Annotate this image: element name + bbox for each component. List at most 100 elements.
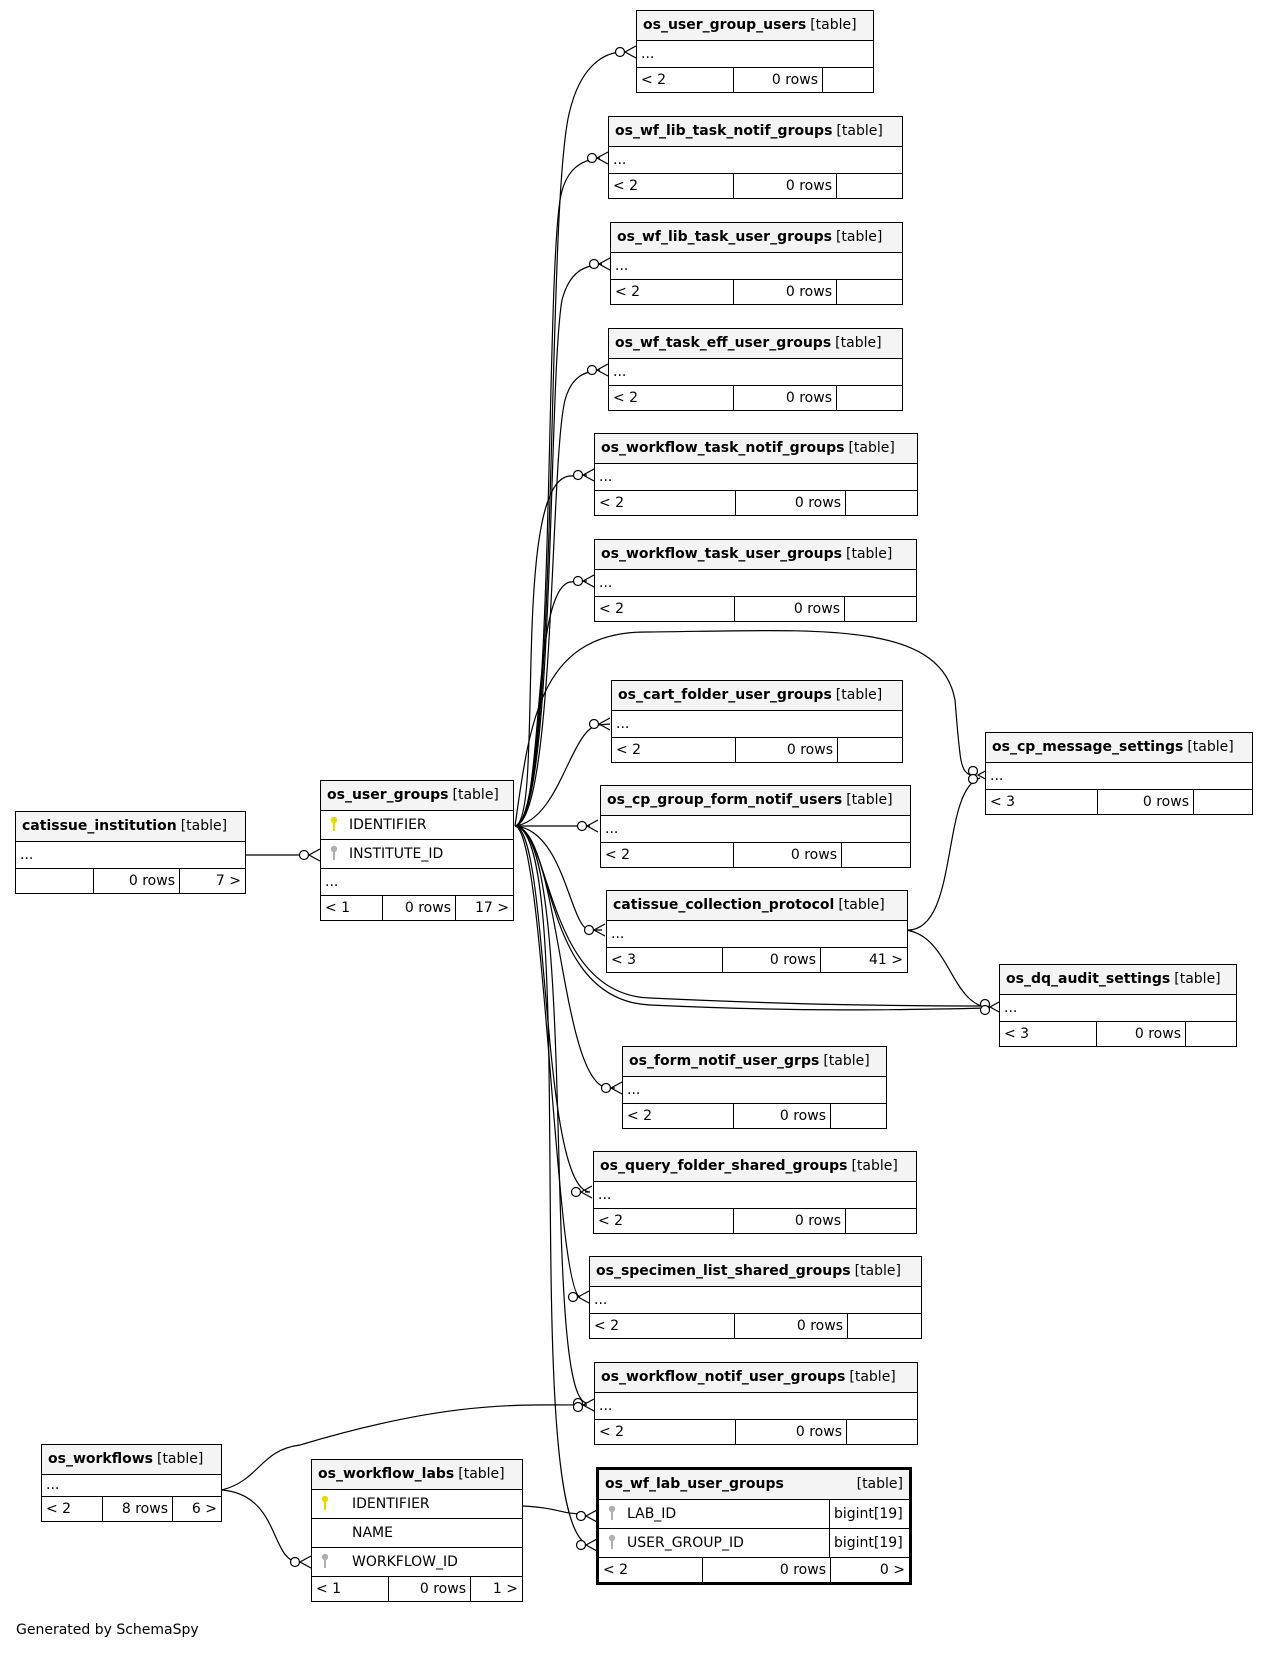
table-header: os_workflow_task_notif_groups[table] <box>595 434 917 463</box>
table-type: [table] <box>854 1263 901 1279</box>
column-lab-id: LAB_ID bigint[19] <box>599 1499 909 1528</box>
parents-count: < 2 <box>595 491 736 515</box>
row-count: 0 rows <box>736 738 838 762</box>
table-name: os_cp_message_settings <box>992 739 1184 755</box>
table-type: [table] <box>823 1053 870 1069</box>
column-row: ... <box>607 920 907 947</box>
column-row: ... <box>590 1286 921 1313</box>
table-os_workflow_labs[interactable]: os_workflow_labs[table] IDENTIFIER NAME … <box>311 1459 523 1602</box>
table-header: catissue_institution[table] <box>16 812 245 841</box>
table-os_wf_task_eff_user_groups[interactable]: os_wf_task_eff_user_groups[table] ... < … <box>608 328 903 411</box>
column-row: ... <box>42 1474 221 1496</box>
row-count: 0 rows <box>1098 790 1194 814</box>
table-header: os_cart_folder_user_groups[table] <box>612 681 902 710</box>
table-os_wf_lab_user_groups[interactable]: os_wf_lab_user_groups[table] LAB_ID bigi… <box>596 1467 912 1585</box>
table-os_wf_lib_task_notif_groups[interactable]: os_wf_lib_task_notif_groups[table] ... <… <box>608 116 903 199</box>
children-count <box>837 280 902 304</box>
column-type: bigint[19] <box>829 1529 909 1557</box>
column-row: ... <box>609 146 902 173</box>
children-count <box>837 386 902 410</box>
edge-os_wf_task_eff_user_groups <box>514 369 601 827</box>
table-os_wf_lib_task_user_groups[interactable]: os_wf_lib_task_user_groups[table] ... < … <box>610 222 903 305</box>
children-count: 1 > <box>492 1581 518 1597</box>
table-type: [table] <box>1187 739 1234 755</box>
table-type: [table] <box>835 335 882 351</box>
parents-count: < 1 <box>312 1577 389 1601</box>
parents-count: < 3 <box>607 948 723 972</box>
row-count: 0 rows <box>703 1558 831 1582</box>
parents-count: < 2 <box>637 68 734 92</box>
foreign-key-icon <box>608 1534 616 1549</box>
table-name: os_workflow_task_user_groups <box>601 546 842 562</box>
table-catissue_collection_protocol[interactable]: catissue_collection_protocol[table] ... … <box>606 890 908 973</box>
table-type: [table] <box>810 17 857 33</box>
table-os_cp_group_form_notif_users[interactable]: os_cp_group_form_notif_users[table] ... … <box>600 785 911 868</box>
table-header: os_user_group_users[table] <box>637 11 873 40</box>
row-count: 0 rows <box>383 896 456 920</box>
table-type: [table] <box>848 440 895 456</box>
table-type: [table] <box>458 1466 505 1482</box>
parents-count: < 2 <box>609 386 734 410</box>
table-name: os_query_folder_shared_groups <box>600 1158 848 1174</box>
children-count: 0 > <box>879 1562 905 1578</box>
children-count <box>846 1209 916 1233</box>
edge-os_workflow_task_notif_groups <box>514 474 588 827</box>
row-count: 0 rows <box>734 386 837 410</box>
edge-os_workflow_notif_user_groups <box>514 825 588 1404</box>
table-header: os_query_folder_shared_groups[table] <box>594 1152 916 1181</box>
row-count: 0 rows <box>736 491 846 515</box>
column-row: ... <box>595 463 917 490</box>
edge-os_wf_lab_user_groups <box>514 825 586 1544</box>
table-name: os_workflow_task_notif_groups <box>601 440 845 456</box>
table-name: os_wf_lib_task_user_groups <box>617 229 832 245</box>
table-name: os_wf_task_eff_user_groups <box>615 335 832 351</box>
parents-count: < 2 <box>612 738 736 762</box>
column-row: ... <box>609 358 902 385</box>
edge-os_workflow_task_user_groups <box>514 580 588 827</box>
column-row: ... <box>16 841 245 868</box>
table-os_specimen_list_shared_groups[interactable]: os_specimen_list_shared_groups[table] ..… <box>589 1256 922 1339</box>
row-count: 0 rows <box>734 174 837 198</box>
row-count: 0 rows <box>734 280 837 304</box>
table-type: [table] <box>856 1476 903 1492</box>
table-os_workflow_notif_user_groups[interactable]: os_workflow_notif_user_groups[table] ...… <box>594 1362 918 1445</box>
column-row: ... <box>986 762 1252 789</box>
row-count: 0 rows <box>734 1209 846 1233</box>
primary-key-icon <box>330 816 338 831</box>
parents-count: < 2 <box>594 1209 734 1233</box>
column-name-field: NAME <box>312 1518 522 1547</box>
parents-count: < 1 <box>321 896 383 920</box>
table-os_workflow_task_notif_groups[interactable]: os_workflow_task_notif_groups[table] ...… <box>594 433 918 516</box>
foreign-key-icon <box>330 845 338 860</box>
table-header: os_workflow_notif_user_groups[table] <box>595 1363 917 1392</box>
parents-count: < 2 <box>42 1497 103 1521</box>
table-os_cart_folder_user_groups[interactable]: os_cart_folder_user_groups[table] ... < … <box>611 680 903 763</box>
column-user-group-id: USER_GROUP_ID bigint[19] <box>599 1528 909 1557</box>
children-count <box>1186 1022 1236 1046</box>
table-os_user_groups[interactable]: os_user_groups[table] IDENTIFIER INSTITU… <box>320 780 514 921</box>
column-name: LAB_ID <box>627 1506 677 1522</box>
primary-key-icon <box>321 1495 329 1510</box>
children-count <box>837 174 902 198</box>
column-type: bigint[19] <box>829 1500 909 1528</box>
parents-count <box>16 869 94 893</box>
edge-os_user_group_users <box>514 51 621 827</box>
children-count: 6 > <box>191 1501 217 1517</box>
table-type: [table] <box>452 787 499 803</box>
column-row: ... <box>623 1076 886 1103</box>
table-os_workflow_task_user_groups[interactable]: os_workflow_task_user_groups[table] ... … <box>594 539 917 622</box>
table-os_query_folder_shared_groups[interactable]: os_query_folder_shared_groups[table] ...… <box>593 1151 917 1234</box>
table-type: [table] <box>851 1158 898 1174</box>
